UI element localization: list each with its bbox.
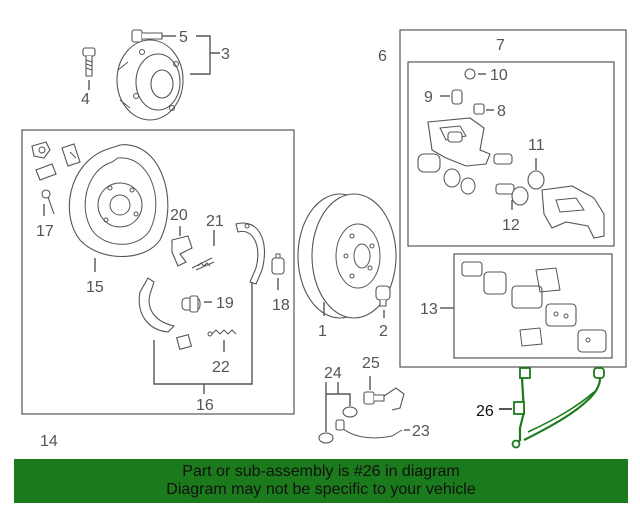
label-10: 10 — [490, 67, 508, 84]
label-23: 23 — [412, 423, 430, 440]
bracket-3 — [190, 35, 220, 75]
label-9: 9 — [424, 89, 433, 106]
brake-shoe-lower-part[interactable] — [138, 277, 176, 333]
info-banner: Part or sub-assembly is #26 in diagram D… — [14, 459, 628, 503]
adjuster-part-19[interactable] — [181, 295, 201, 313]
spring-part-20[interactable] — [171, 235, 193, 267]
group-box-6 — [399, 29, 627, 368]
clip-parts[interactable] — [31, 141, 81, 181]
guide-pin-part[interactable] — [493, 153, 515, 195]
boot-part-11[interactable] — [527, 170, 545, 190]
label-2: 2 — [379, 323, 388, 340]
info-line-2: Diagram may not be specific to your vehi… — [166, 481, 476, 498]
exploded-parts-diagram: 1 2 3 4 5 6 7 8 9 10 11 12 13 14 15 16 1… — [21, 29, 627, 450]
label-7: 7 — [496, 37, 505, 54]
bracket-24 — [325, 382, 351, 432]
boot-part-12[interactable] — [511, 186, 529, 206]
label-13: 13 — [420, 301, 438, 318]
label-19: 19 — [216, 295, 234, 312]
label-16: 16 — [196, 397, 214, 414]
brake-rotor-part-1[interactable] — [297, 193, 397, 319]
caliper-body-part[interactable] — [427, 117, 491, 167]
wheel-speed-sensor-part-26[interactable] — [511, 367, 605, 449]
label-21: 21 — [206, 213, 224, 230]
hub-bolt-part-4[interactable] — [82, 47, 96, 77]
label-14: 14 — [40, 433, 58, 450]
backing-plate-part-15[interactable] — [68, 144, 169, 257]
cap-part-9[interactable] — [451, 89, 463, 105]
clip-part-shoe[interactable] — [175, 333, 193, 351]
label-11: 11 — [528, 137, 545, 154]
spring-part-21[interactable] — [191, 257, 215, 271]
label-24: 24 — [324, 365, 342, 382]
screw-part-2[interactable] — [375, 285, 391, 307]
label-25: 25 — [362, 355, 380, 372]
label-3: 3 — [221, 46, 230, 63]
caliper-bracket-part[interactable] — [541, 185, 605, 239]
label-22: 22 — [212, 359, 230, 376]
info-line-1: Part or sub-assembly is #26 in diagram — [182, 463, 460, 480]
group-box-7 — [407, 61, 615, 247]
label-18: 18 — [272, 297, 290, 314]
label-12: 12 — [502, 217, 520, 234]
hub-bearing-part[interactable] — [116, 39, 184, 121]
group-box-14 — [21, 129, 295, 415]
label-1: 1 — [318, 323, 327, 340]
pin-part-17[interactable] — [41, 189, 55, 215]
group-box-13 — [453, 253, 613, 359]
label-17: 17 — [36, 223, 54, 240]
bleeder-part-10[interactable] — [464, 68, 476, 80]
label-26: 26 — [476, 403, 494, 420]
bolt-part-8[interactable] — [473, 103, 485, 115]
pin-part-18[interactable] — [271, 253, 285, 275]
brake-pads-part-13[interactable] — [461, 261, 607, 353]
bracket-16 — [153, 282, 253, 394]
piston-parts[interactable] — [417, 153, 476, 195]
label-6: 6 — [378, 48, 387, 65]
label-20: 20 — [170, 207, 188, 224]
spring-part-22[interactable] — [207, 329, 237, 337]
brake-shoe-upper-part[interactable] — [235, 222, 266, 285]
label-15: 15 — [86, 279, 104, 296]
label-5: 5 — [179, 29, 188, 46]
banjo-bolt-part-25[interactable] — [363, 391, 385, 405]
washer-part-24[interactable] — [318, 406, 358, 444]
brake-hose-part-23[interactable] — [335, 387, 405, 439]
label-4: 4 — [81, 91, 90, 108]
label-8: 8 — [497, 103, 506, 120]
